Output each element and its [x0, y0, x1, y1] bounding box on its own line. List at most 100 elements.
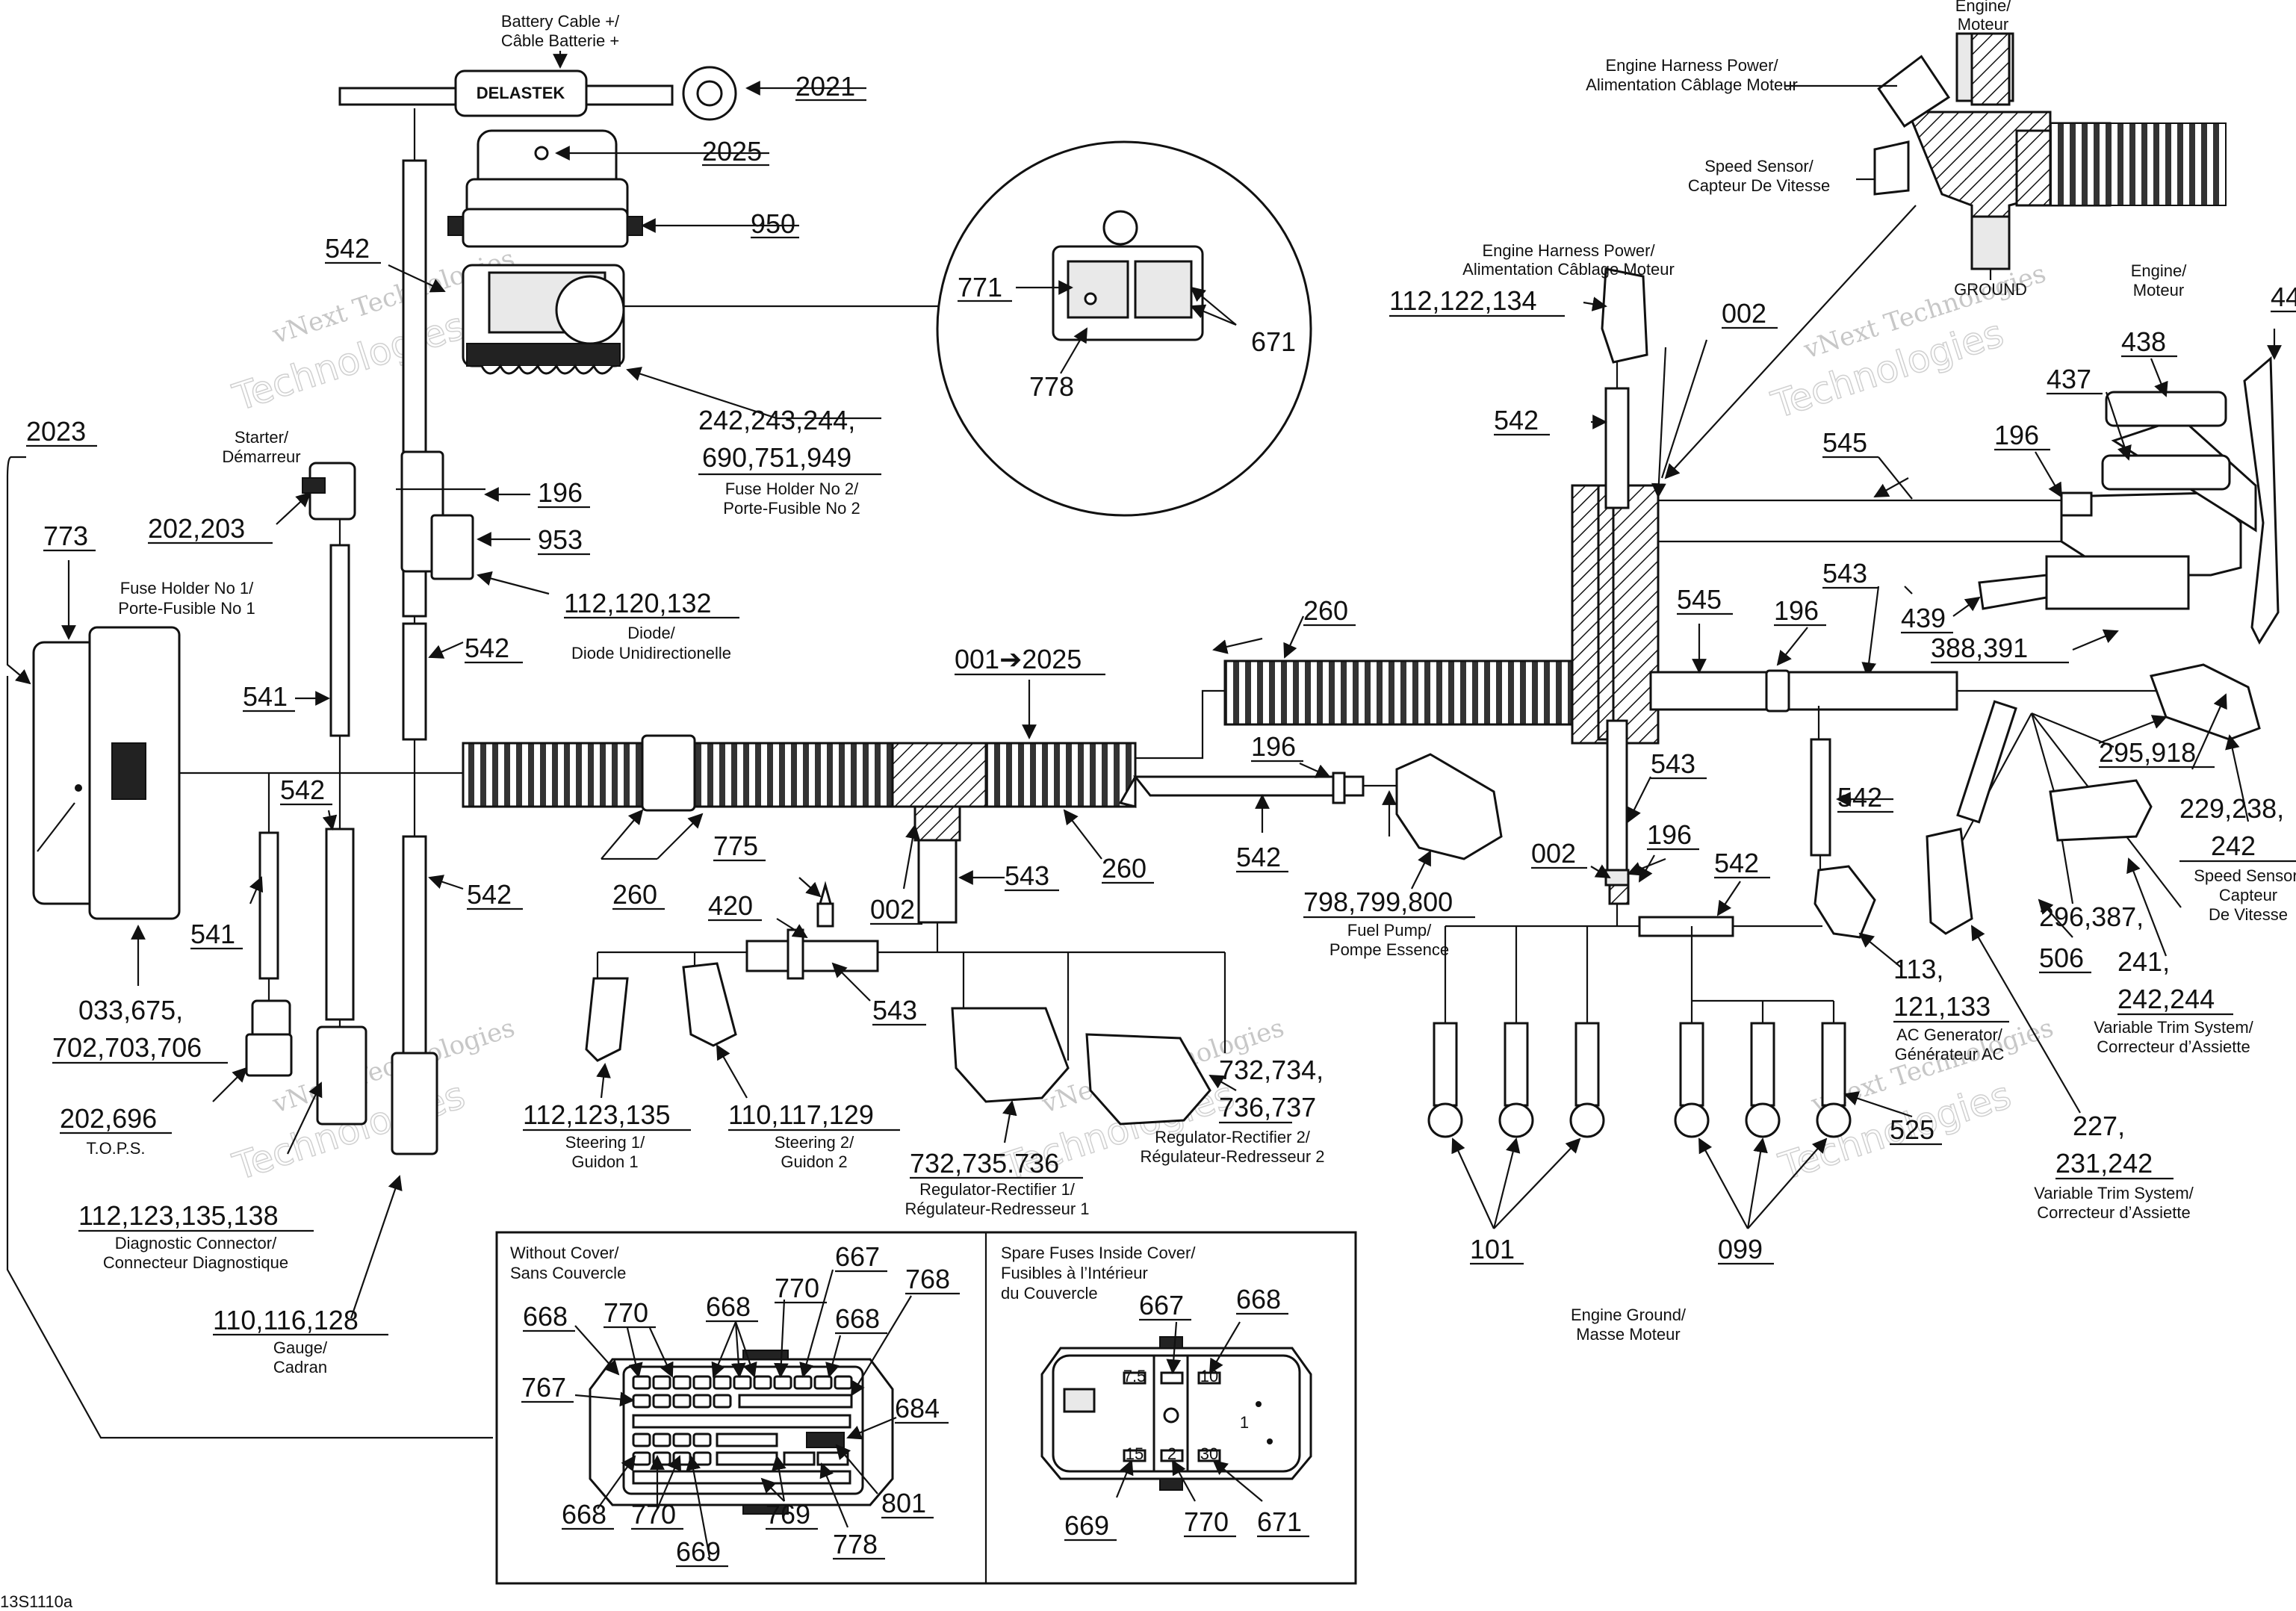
callout-196: 196: [1647, 819, 1692, 850]
variable-trim-connector-2: [1926, 828, 1973, 935]
svg-text:Fuel Pump/: Fuel Pump/: [1347, 921, 1432, 940]
svg-text:Regulator-Rectifier 1/: Regulator-Rectifier 1/: [919, 1180, 1076, 1199]
callout-541: 541: [243, 681, 288, 712]
svg-text:Alimentation Câblage Moteur: Alimentation Câblage Moteur: [1462, 260, 1675, 279]
callout-668: 668: [835, 1303, 880, 1334]
svg-text:Speed Sensor/: Speed Sensor/: [2194, 866, 2296, 885]
callout-771: 771: [958, 272, 1002, 302]
callout-196: 196: [1994, 420, 2039, 450]
callout-773: 773: [43, 521, 88, 551]
svg-text:Engine/: Engine/: [2131, 261, 2188, 280]
svg-text:Battery Cable +/: Battery Cable +/: [501, 12, 620, 31]
fuse-holder-2-detail: 771 671 778: [936, 140, 1312, 517]
svg-text:7.5: 7.5: [1123, 1367, 1147, 1385]
svg-text:1: 1: [1240, 1413, 1249, 1432]
svg-text:10: 10: [1200, 1367, 1218, 1385]
callout-767: 767: [521, 1372, 566, 1403]
svg-text:Gauge/: Gauge/: [273, 1338, 328, 1357]
callout-196: 196: [1774, 595, 1819, 626]
fuse-row-top: [632, 1375, 853, 1485]
svg-text:Diagnostic Connector/: Diagnostic Connector/: [115, 1234, 277, 1253]
callout-420: 420: [708, 890, 753, 921]
svg-text:Guidon 1: Guidon 1: [571, 1152, 638, 1171]
callout-112-123-135-138: 112,123,135,138: [78, 1200, 279, 1231]
svg-text:Connecteur Diagnostique: Connecteur Diagnostique: [103, 1253, 288, 1272]
figure-code: 13S1110a: [0, 1592, 73, 1611]
regulator-rectifier-1-connector: [951, 1007, 1070, 1103]
callout-002: 002: [1531, 838, 1576, 869]
callout-668: 668: [706, 1291, 751, 1322]
delastek-label: DELASTEK: [477, 84, 565, 102]
callout-778: 778: [833, 1529, 878, 1559]
ground-ring-terminal: [1427, 1102, 1463, 1138]
callout-769: 769: [766, 1499, 810, 1530]
callout-2025: 2025: [702, 136, 762, 167]
svg-text:Cadran: Cadran: [273, 1358, 327, 1376]
ground-ring-terminal: [1816, 1102, 1852, 1138]
callout-296-387: 296,387,: [2039, 901, 2144, 932]
svg-text:2: 2: [1167, 1444, 1176, 1463]
svg-text:Démarreur: Démarreur: [222, 447, 300, 466]
callout-260: 260: [1102, 853, 1147, 884]
callout-542: 542: [325, 233, 370, 264]
callout-667: 667: [835, 1241, 880, 1272]
callout-543: 543: [1822, 558, 1867, 589]
svg-text:Diode Unidirectionelle: Diode Unidirectionelle: [571, 644, 731, 662]
svg-text:AC Generator/: AC Generator/: [1896, 1025, 2003, 1044]
callout-202-203: 202,203: [148, 513, 245, 544]
callout-545: 545: [1677, 584, 1722, 615]
svg-text:Regulator-Rectifier 2/: Regulator-Rectifier 2/: [1155, 1128, 1311, 1146]
svg-text:Variable Trim System/: Variable Trim System/: [2034, 1184, 2194, 1202]
fuel-pump-branch: 196 260 542 798,799,800 Fuel Pump/ Pompe…: [1132, 595, 1592, 959]
callout-953: 953: [538, 524, 583, 555]
svg-text:Correcteur d’Assiette: Correcteur d’Assiette: [2097, 1037, 2250, 1056]
svg-text:Starter/: Starter/: [235, 428, 289, 447]
callout-668: 668: [1236, 1284, 1281, 1314]
svg-text:Porte-Fusible No 2: Porte-Fusible No 2: [723, 499, 860, 518]
svg-text:Engine Harness Power/: Engine Harness Power/: [1605, 56, 1778, 75]
callout-439: 439: [1901, 603, 1946, 633]
callout-2021: 2021: [795, 71, 855, 102]
svg-text:Régulateur-Redresseur 1: Régulateur-Redresseur 1: [905, 1199, 1089, 1218]
clip-and-diode: 196 953 112,120,132 Diode/ Diode Unidire…: [396, 450, 739, 662]
svg-text:Engine Ground/: Engine Ground/: [1571, 1306, 1687, 1324]
steering-2-connector: [682, 962, 737, 1047]
callout-775: 775: [713, 831, 758, 861]
regulator-rectifier-2-connector: [1085, 1033, 1211, 1126]
svg-text:Moteur: Moteur: [1958, 15, 2008, 34]
callout-437: 437: [2047, 364, 2091, 394]
svg-text:Fuse Holder No 2/: Fuse Holder No 2/: [725, 479, 859, 498]
steering-regulator-branch: 543 002 775 420 543 112,123,135 Steering…: [523, 824, 1325, 1218]
callout-112-120-132: 112,120,132: [564, 588, 712, 618]
engine-speed-sensor-detail: Engine/ Moteur Engine Harness Power/ Ali…: [1586, 0, 2227, 299]
callout-541: 541: [190, 919, 235, 949]
callout-542: 542: [1837, 782, 1882, 813]
callout-242-243-244: 242,243,244,: [698, 405, 855, 435]
fuse-holder-2-base: 950: [447, 208, 799, 248]
callout-295-918: 295,918: [2099, 737, 2196, 768]
main-corrugated-harness: 260 001➔2025 260: [462, 644, 1154, 910]
callout-545: 545: [1822, 427, 1867, 458]
callout-542: 542: [465, 633, 509, 663]
callout-543: 543: [1005, 860, 1049, 891]
engine-ground-branch: 543 002 196 542 525: [1427, 719, 1942, 1344]
callout-732-735-736: 732,735.736: [910, 1148, 1059, 1179]
callout-121-133: 121,133: [1893, 991, 1991, 1022]
callout-260: 260: [612, 879, 657, 910]
callout-671: 671: [1257, 1506, 1302, 1537]
callout-770: 770: [631, 1499, 676, 1530]
svg-text:Capteur: Capteur: [2219, 886, 2277, 904]
svg-text:Guidon 2: Guidon 2: [781, 1152, 847, 1171]
speed-sensor-connector: [2150, 663, 2261, 741]
battery-cable-wire: [338, 87, 457, 106]
callout-778: 778: [1029, 371, 1074, 402]
callout-525: 525: [1890, 1114, 1934, 1145]
fuse-holder-1: Fuse Holder No 1/ Porte-Fusible No 1 773…: [6, 416, 493, 1439]
callout-196: 196: [1251, 731, 1296, 762]
starter-connector: Starter/ Démarreur 202,203 541: [148, 428, 356, 773]
svg-text:Engine/: Engine/: [1955, 0, 2012, 15]
ground-ring-terminal: [1498, 1102, 1534, 1138]
callout-798-799-800: 798,799,800: [1303, 887, 1453, 917]
callout-112-122-134: 112,122,134: [1389, 285, 1537, 316]
